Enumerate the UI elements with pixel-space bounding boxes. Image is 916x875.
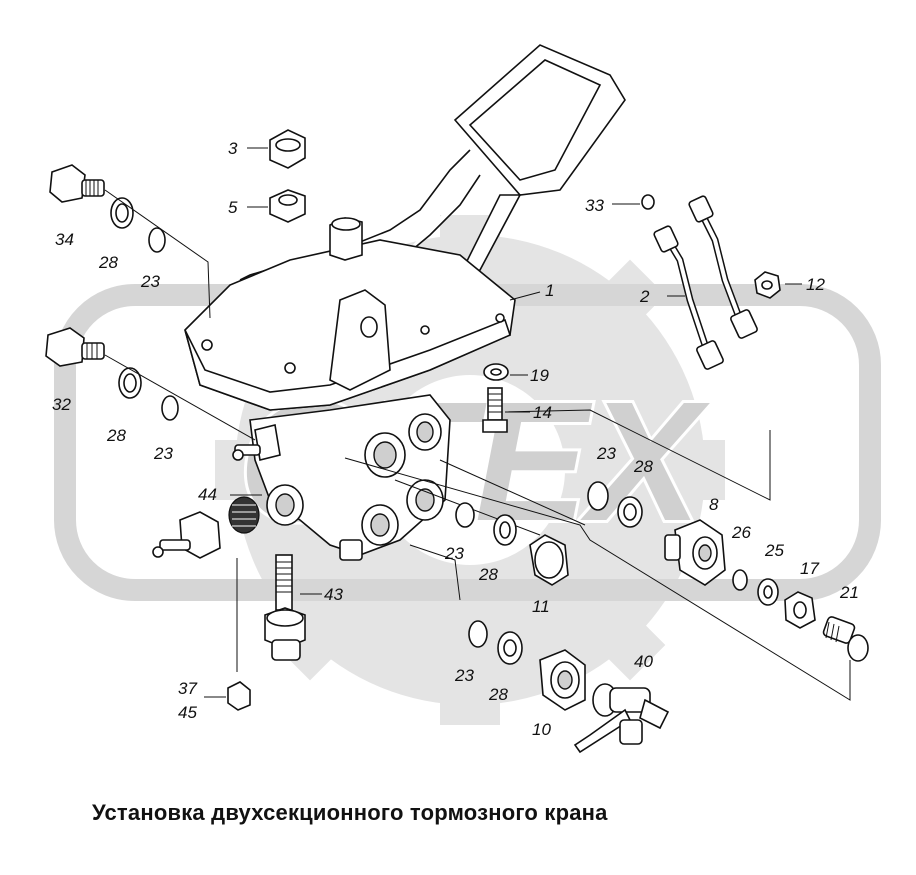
- washer-25: [757, 578, 779, 606]
- washer-28-a: [110, 197, 134, 229]
- washer-28-d: [493, 514, 517, 546]
- valve-stem: [152, 444, 261, 559]
- label-10: 10: [532, 720, 551, 739]
- plug-11: [529, 534, 569, 586]
- tap-40: [573, 683, 670, 754]
- bolt-14: [482, 387, 508, 433]
- washer-28-e: [497, 631, 523, 665]
- fitting-34: [49, 164, 105, 203]
- label-32: 32: [52, 395, 71, 414]
- valve-housing: [184, 217, 516, 561]
- label-25: 25: [764, 541, 784, 560]
- label-28-c: 28: [633, 457, 653, 476]
- label-28-a: 28: [98, 253, 118, 272]
- label-8: 8: [709, 495, 719, 514]
- cap-nut-3: [269, 129, 306, 169]
- label-28-e: 28: [488, 685, 508, 704]
- ring-23-d: [455, 502, 475, 528]
- label-43: 43: [324, 585, 343, 604]
- label-44: 44: [198, 485, 217, 504]
- label-23-d: 23: [444, 544, 464, 563]
- ring-23-e: [468, 620, 488, 648]
- nut-17: [784, 591, 816, 629]
- label-37: 37: [178, 679, 197, 698]
- label-26: 26: [731, 523, 751, 542]
- washer-28-b: [118, 367, 142, 399]
- ring-23-c: [587, 481, 609, 511]
- label-2: 2: [639, 287, 650, 306]
- label-34: 34: [55, 230, 74, 249]
- label-23-e: 23: [454, 666, 474, 685]
- stud-43: [264, 554, 306, 661]
- label-28-b: 28: [106, 426, 126, 445]
- pipe-2: [653, 195, 758, 370]
- label-12: 12: [806, 275, 825, 294]
- nut-10: [539, 649, 586, 711]
- label-40: 40: [634, 652, 653, 671]
- label-23-b: 23: [153, 444, 173, 463]
- fitting-21: [822, 616, 869, 662]
- label-45: 45: [178, 703, 197, 722]
- label-1: 1: [545, 281, 554, 300]
- ring-33: [641, 194, 655, 210]
- ring-23-b: [161, 395, 179, 421]
- spring-44: [228, 496, 260, 534]
- label-3: 3: [228, 139, 238, 158]
- label-21: 21: [839, 583, 859, 602]
- label-5: 5: [228, 198, 238, 217]
- fitting-32: [45, 327, 105, 367]
- washer-19: [483, 363, 509, 381]
- label-28-d: 28: [478, 565, 498, 584]
- ring-26: [732, 569, 748, 591]
- diagram-caption: Установка двухсекционного тормозного кра…: [92, 800, 608, 825]
- label-19: 19: [530, 366, 549, 385]
- label-17: 17: [800, 559, 819, 578]
- nut-5: [269, 189, 306, 223]
- nut-12: [754, 271, 781, 299]
- label-14: 14: [533, 403, 552, 422]
- nut-8: [664, 519, 726, 586]
- label-23-a: 23: [140, 272, 160, 291]
- washer-28-c: [617, 496, 643, 528]
- label-33: 33: [585, 196, 604, 215]
- label-11: 11: [532, 597, 550, 616]
- ring-23-a: [148, 227, 166, 253]
- cap-37-45: [227, 681, 251, 711]
- callout-labels: 1 2 3 5 8 10 11 12 14 17 19 21 23 23 23 …: [52, 139, 859, 739]
- label-23-c: 23: [596, 444, 616, 463]
